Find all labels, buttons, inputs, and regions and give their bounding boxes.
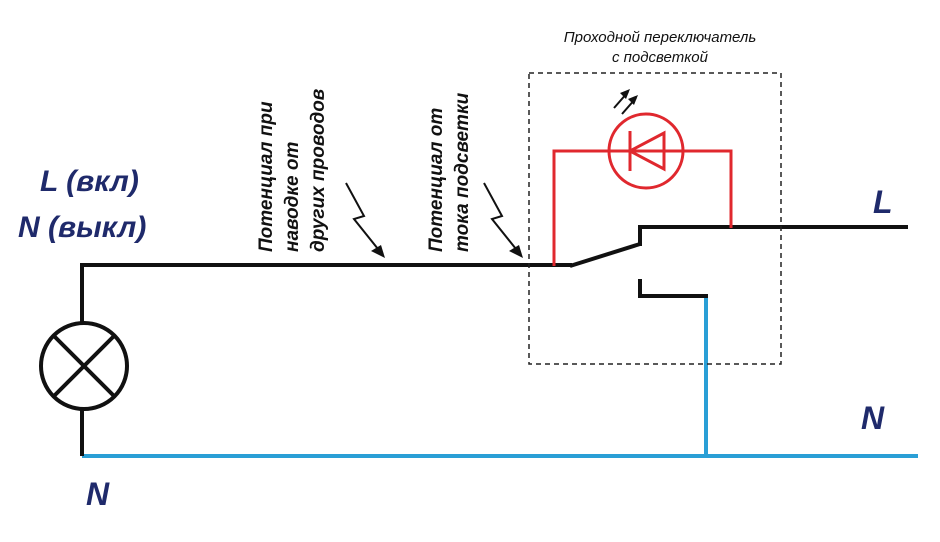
right-top-l-label: L [873,184,893,220]
switch-title-line1: Проходной переключатель [564,29,757,46]
left-top-label-line1: L (вкл) [40,165,139,198]
switch-title-line2: с подсветкой [612,49,709,66]
left-bottom-n-label: N [86,476,110,512]
backlight-arrow-icon [483,182,523,258]
switch-box [528,72,782,365]
induction-potential-line3: других проводов [308,89,329,252]
induction-potential-line2: наводке от [282,142,303,252]
left-top-label-line2: N (выкл) [18,211,146,244]
right-bottom-n-label: N [861,400,885,436]
neutral-wire [82,296,918,458]
induction-arrow-icon [345,182,385,258]
led-icon [607,112,685,190]
lamp-icon [39,321,129,411]
led-light-arrows-icon [613,89,638,115]
backlight-potential-line1: Потенциал от [426,108,447,252]
line-wire [80,225,908,456]
induction-potential-line1: Потенциал при [256,101,277,252]
backlight-potential-line2: тока подсветки [452,92,473,252]
led-circuit [552,149,733,266]
